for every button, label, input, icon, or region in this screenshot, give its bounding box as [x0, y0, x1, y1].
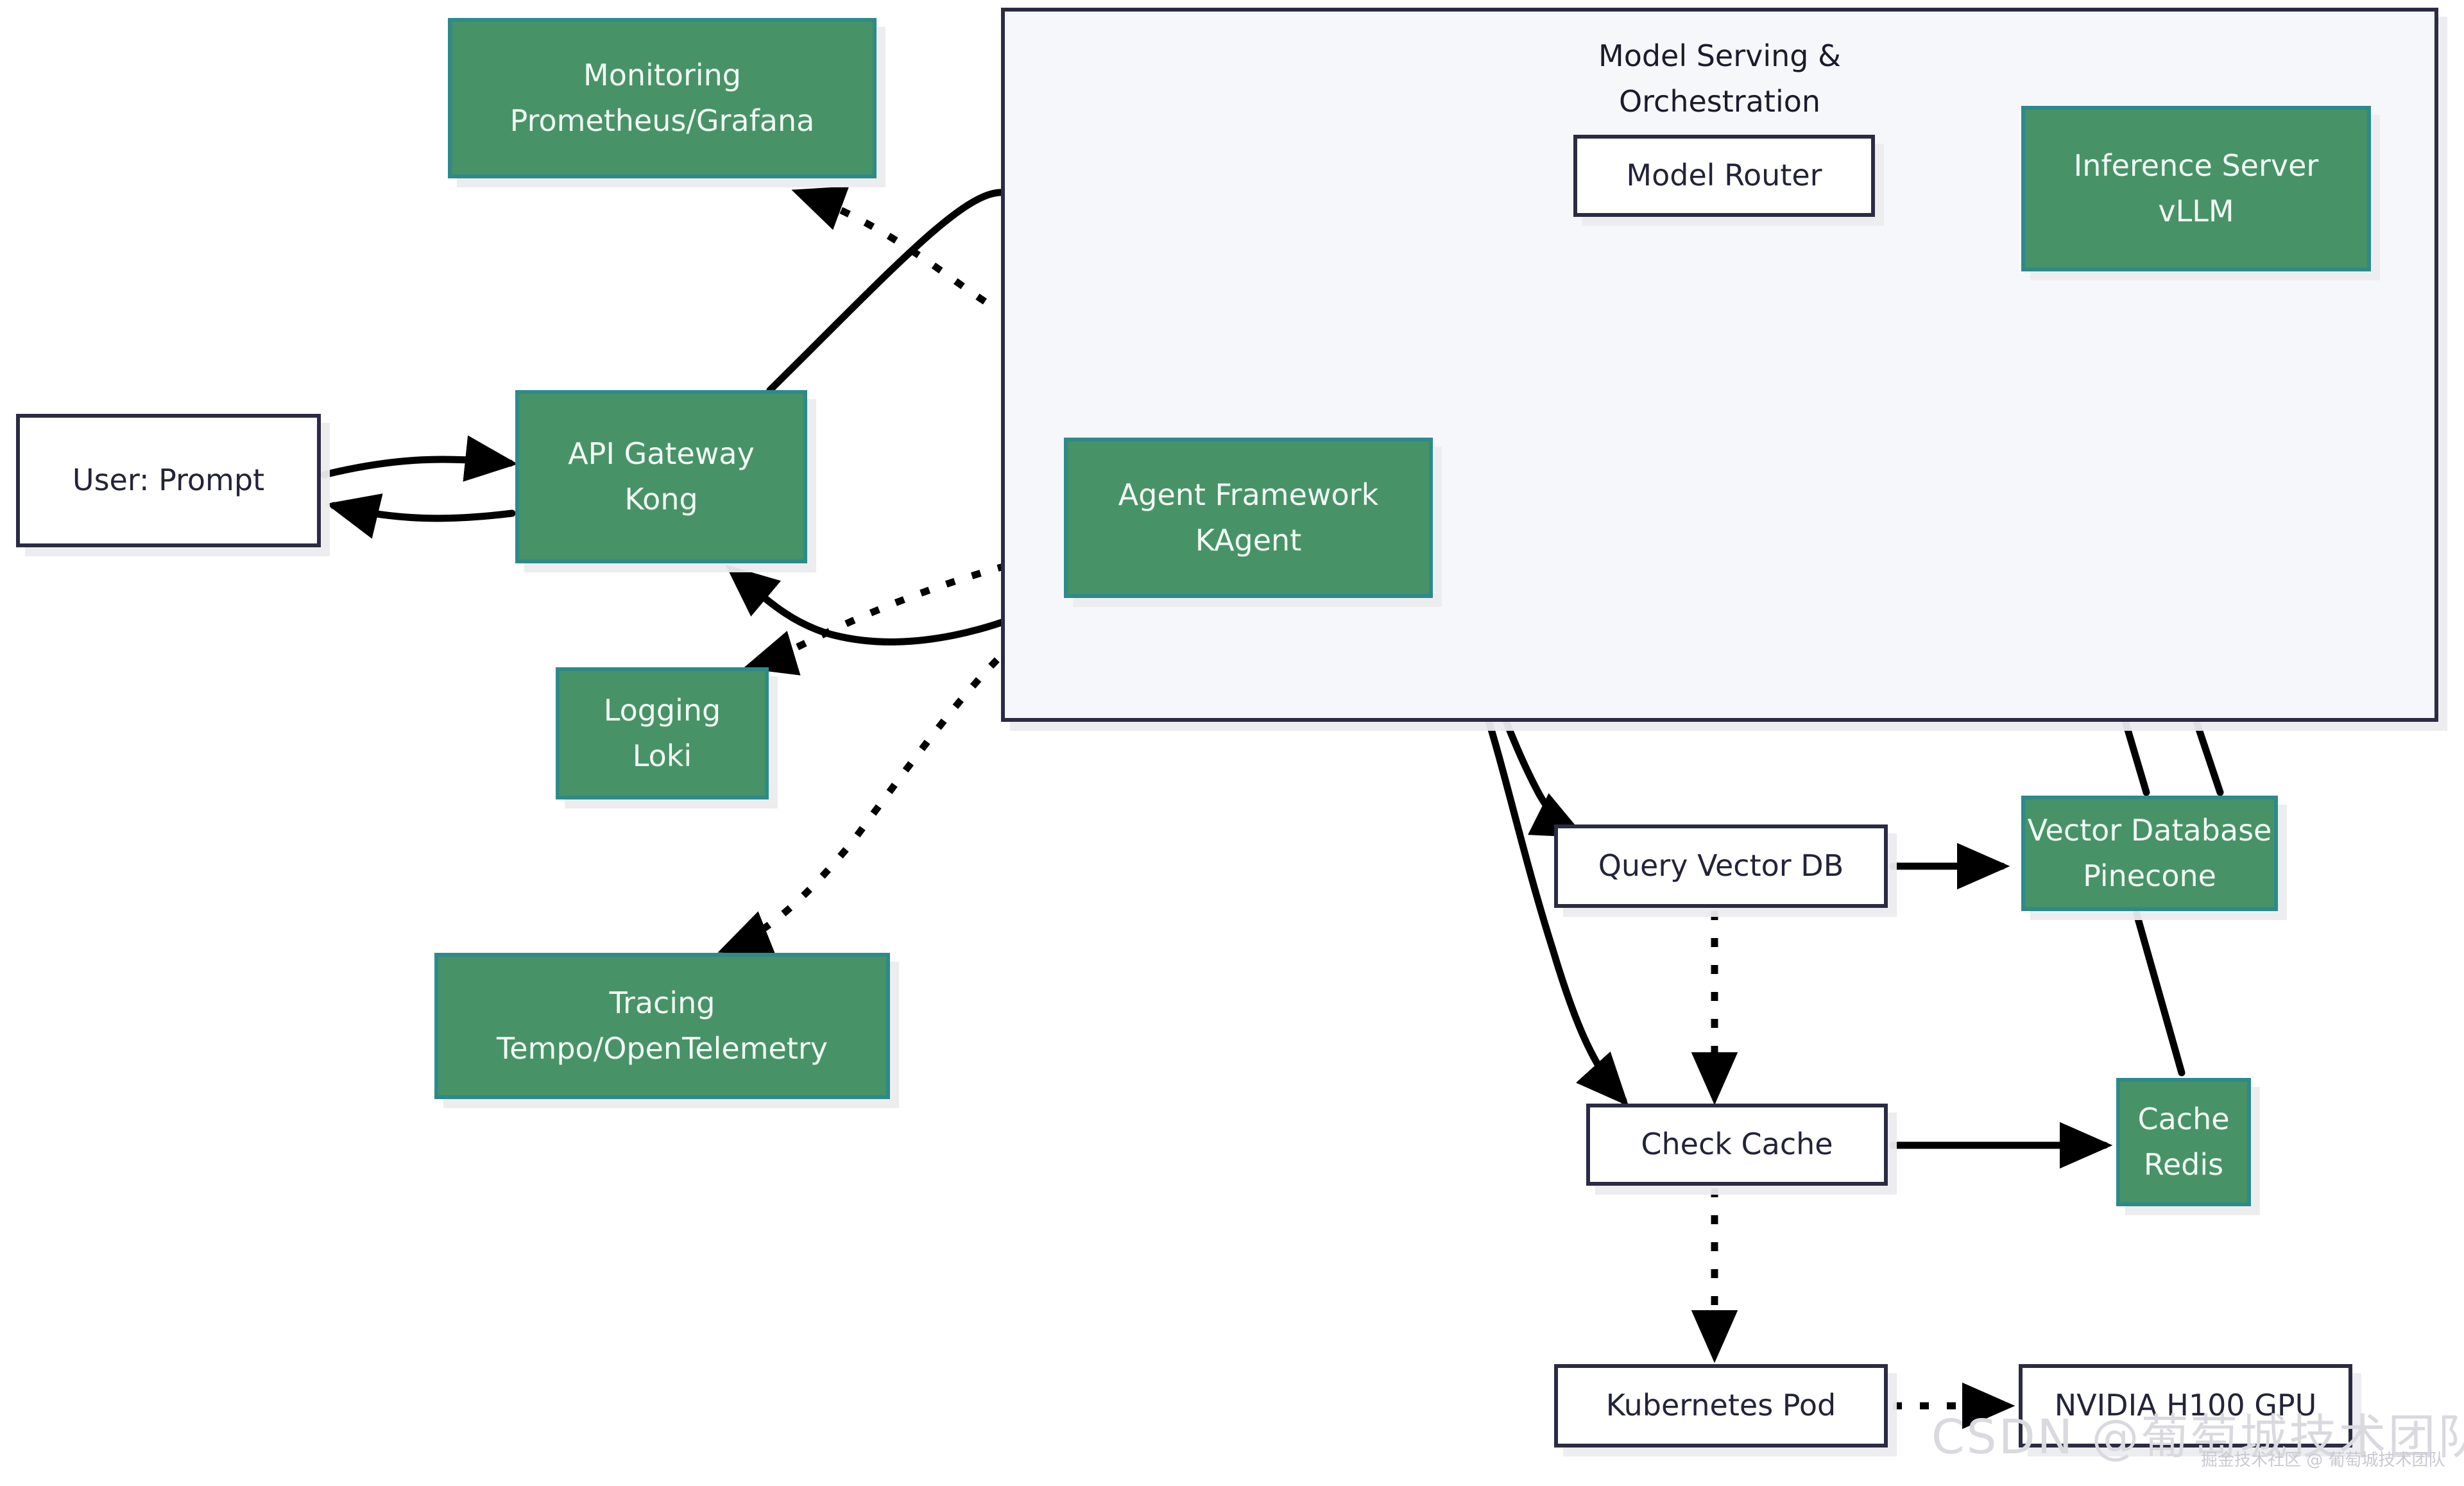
- node-agent-framework-line-1: KAgent: [1195, 523, 1302, 558]
- edge-gateway-to-monitoring: [791, 186, 988, 305]
- node-inference-server[interactable]: Inference Server vLLM: [2021, 106, 2371, 271]
- node-vector-database-line-1: Pinecone: [2083, 858, 2216, 893]
- node-cache-redis-line-1: Redis: [2143, 1147, 2224, 1182]
- watermark-juejin: 掘金技术社区 @ 葡萄城技术团队: [2201, 1451, 2445, 1470]
- node-cache-redis-line-0: Cache: [2137, 1101, 2230, 1136]
- node-query-vector-db[interactable]: Query Vector DB: [1554, 824, 1888, 908]
- node-inference-server-line-1: vLLM: [2158, 194, 2234, 228]
- node-kubernetes-pod-line-0: Kubernetes Pod: [1605, 1388, 1836, 1423]
- node-api-gateway-line-0: API Gateway: [568, 436, 755, 471]
- node-api-gateway-line-1: Kong: [624, 482, 698, 517]
- node-agent-framework-line-0: Agent Framework: [1118, 477, 1379, 512]
- node-logging-line-1: Loki: [632, 739, 692, 773]
- edge-gateway-to-user: [325, 493, 516, 539]
- node-check-cache-line-0: Check Cache: [1641, 1127, 1833, 1162]
- edge-user-to-gateway: [320, 435, 518, 482]
- node-tracing-line-1: Tempo/OpenTelemetry: [496, 1031, 828, 1066]
- subgraph-title: Model Serving & Orchestration: [1598, 38, 1841, 119]
- node-monitoring-line-0: Monitoring: [583, 57, 741, 92]
- watermark-csdn: CSDN @葡萄城技术团队: [1931, 1410, 2464, 1465]
- node-logging-line-0: Logging: [603, 692, 721, 728]
- node-vector-database-line-0: Vector Database: [2027, 812, 2272, 848]
- node-query-vector-db-line-0: Query Vector DB: [1598, 848, 1844, 884]
- node-user-prompt-line-0: User: Prompt: [72, 463, 265, 498]
- node-model-router-line-0: Model Router: [1626, 158, 1822, 193]
- node-inference-server-line-0: Inference Server: [2073, 148, 2319, 183]
- node-model-router[interactable]: Model Router: [1573, 135, 1875, 217]
- node-user-prompt[interactable]: User: Prompt: [16, 414, 321, 547]
- node-nvidia-gpu-line-0: NVIDIA H100 GPU: [2054, 1388, 2317, 1423]
- node-tracing-line-0: Tracing: [609, 985, 715, 1020]
- edge-redis-to-agent: [2133, 910, 2186, 1077]
- node-monitoring-line-1: Prometheus/Grafana: [509, 103, 815, 138]
- node-check-cache[interactable]: Check Cache: [1586, 1104, 1888, 1186]
- node-kubernetes-pod[interactable]: Kubernetes Pod: [1554, 1364, 1888, 1448]
- node-nvidia-gpu[interactable]: NVIDIA H100 GPU: [2019, 1364, 2352, 1448]
